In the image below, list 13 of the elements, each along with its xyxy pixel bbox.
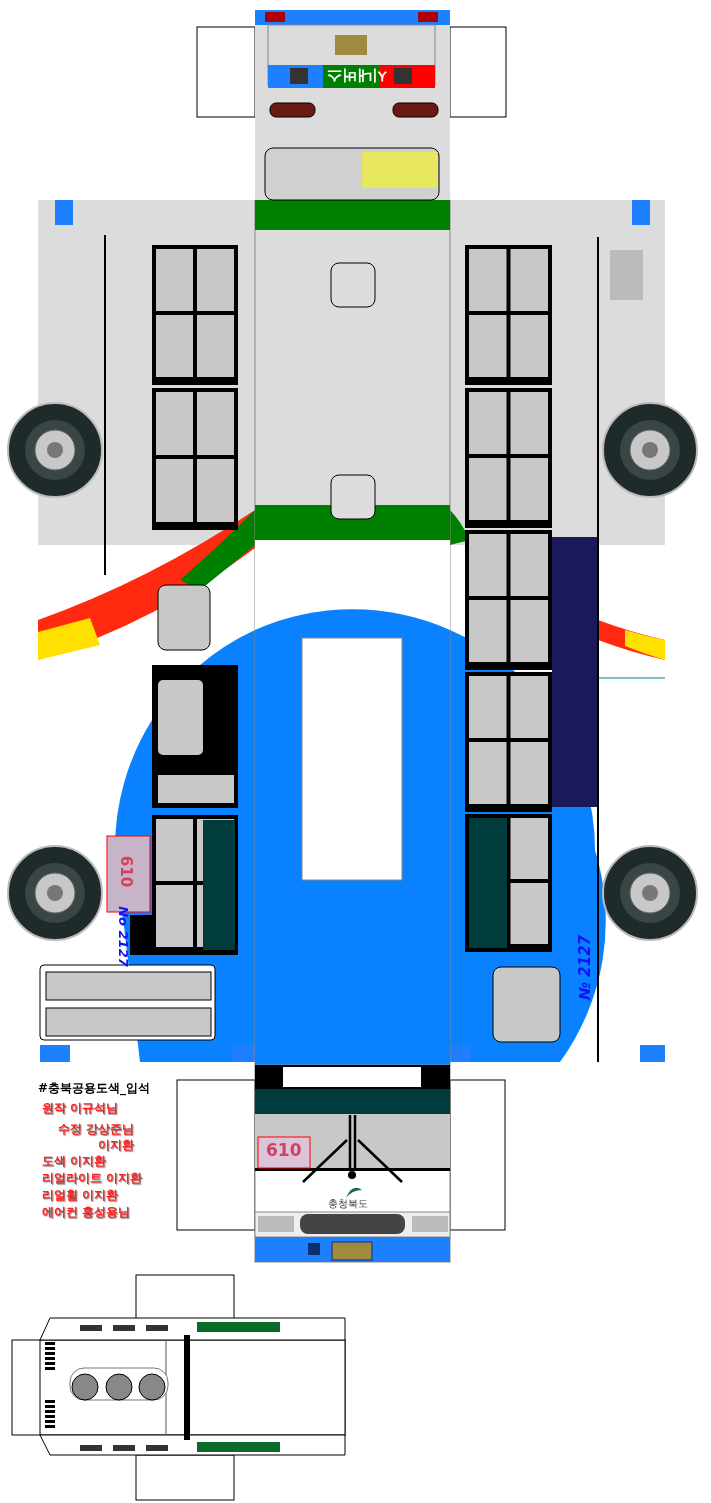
credit-line: 원작 이규석님 <box>42 1103 118 1115</box>
route-number: 610 <box>118 855 134 888</box>
route-number: 610 <box>266 1142 302 1159</box>
fleet-number: № 2127 <box>578 935 593 1000</box>
region-name: 충청북도 <box>328 1199 368 1209</box>
credit-line: 에어컨 홍성용님 <box>42 1207 130 1219</box>
title: #충북공용도색_입석 <box>38 1082 151 1094</box>
credit-line: 수정 강상준님 이지환 <box>57 1121 134 1153</box>
destination-text: 시내버스 <box>327 68 387 83</box>
fleet-number: No 2127 <box>116 906 130 967</box>
credit-line: 도색 이지환 <box>42 1156 106 1168</box>
credit-line: 리얼라이트 이지환 <box>42 1173 142 1185</box>
credit-line: 리얼휠 이지환 <box>42 1190 118 1202</box>
